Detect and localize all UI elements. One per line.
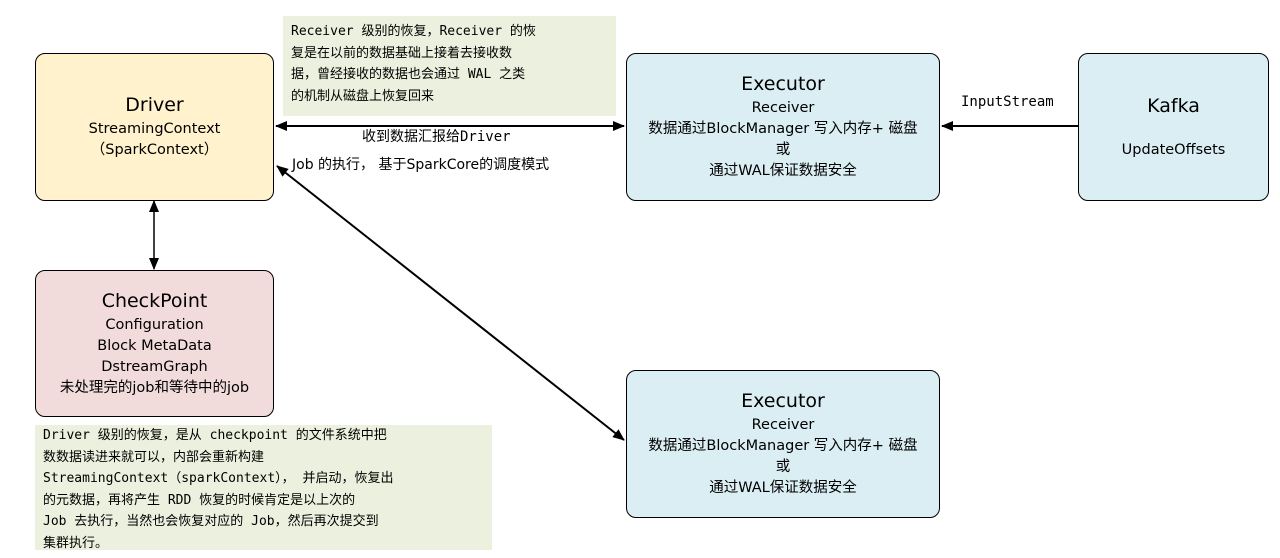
executor-title: Executor [741, 390, 825, 412]
executor-line: 通过WAL保证数据安全 [709, 163, 857, 179]
kafka-line: UpdateOffsets [1121, 141, 1226, 158]
executor-line: 数据通过BlockManager 写入内存+ 磁盘 [648, 438, 918, 454]
executor-top-box: Executor Receiver 数据通过BlockManager 写入内存+… [626, 53, 940, 201]
driver-executor2-arrow [276, 165, 625, 441]
checkpoint-line: DstreamGraph [101, 358, 208, 375]
executor-line: 或 [775, 142, 791, 158]
driver-line: （SparkContext） [90, 142, 219, 158]
executor-line: Receiver [751, 417, 815, 433]
executor-title: Executor [741, 73, 825, 95]
checkpoint-box: CheckPoint Configuration Block MetaData … [35, 270, 274, 417]
kafka-box: Kafka UpdateOffsets [1078, 53, 1269, 201]
kafka-title: Kafka [1147, 94, 1200, 117]
executor-line: 数据通过BlockManager 写入内存+ 磁盘 [648, 121, 918, 137]
executor-line: 通过WAL保证数据安全 [709, 480, 857, 496]
checkpoint-line: Configuration [105, 316, 204, 333]
job-execution-label: Job 的执行， 基于SparkCore的调度模式 [292, 157, 550, 173]
report-to-driver-label: 收到数据汇报给Driver [362, 129, 511, 145]
driver-recovery-note: Driver 级别的恢复，是从 checkpoint 的文件系统中把 数数据读进… [35, 425, 492, 551]
executor-line: 或 [775, 459, 791, 475]
executor-bottom-box: Executor Receiver 数据通过BlockManager 写入内存+… [626, 370, 940, 518]
input-stream-label: InputStream [961, 94, 1054, 110]
checkpoint-line: 未处理完的job和等待中的job [59, 379, 250, 396]
checkpoint-line: Block MetaData [97, 337, 212, 354]
driver-box: Driver StreamingContext （SparkContext） [35, 53, 274, 201]
receiver-recovery-note: Receiver 级别的恢复，Receiver 的恢 复是在以前的数据基础上接着… [283, 16, 616, 116]
driver-line: StreamingContext [88, 121, 221, 137]
checkpoint-title: CheckPoint [101, 289, 208, 312]
executor-line: Receiver [751, 100, 815, 116]
driver-title: Driver [125, 94, 184, 116]
